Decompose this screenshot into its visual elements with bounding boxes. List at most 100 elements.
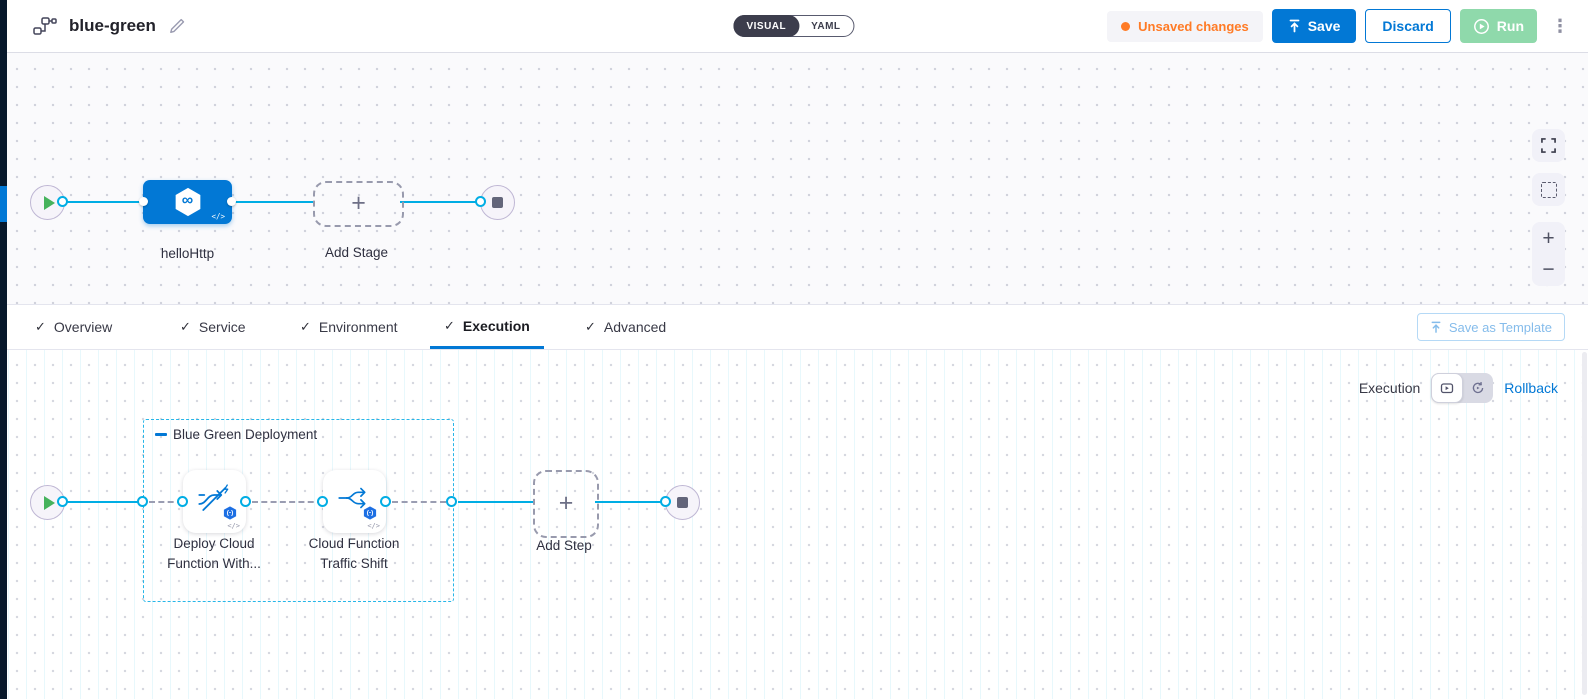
edge xyxy=(392,501,446,503)
run-button-label: Run xyxy=(1496,18,1524,34)
function-badge-glyph: (-) xyxy=(366,509,374,517)
edge-port xyxy=(57,496,68,507)
custom-stage-icon: ∞ xyxy=(173,186,203,218)
node-port xyxy=(139,197,148,206)
stage-graph-canvas[interactable]: ∞ </> helloHttp + Add Stage + − xyxy=(0,52,1588,304)
collapse-group-icon[interactable] xyxy=(155,433,167,436)
edge xyxy=(232,201,313,203)
edge xyxy=(458,501,533,503)
edit-pencil-icon[interactable] xyxy=(168,17,186,35)
play-circle-icon xyxy=(1473,18,1490,35)
discard-button-label: Discard xyxy=(1382,18,1434,34)
header-actions: Unsaved changes Save Discard xyxy=(1107,0,1574,52)
fullscreen-button[interactable] xyxy=(1532,129,1565,162)
tab-label: Service xyxy=(198,319,246,335)
code-icon: </> xyxy=(211,212,225,221)
tab-service[interactable]: ✓ Service xyxy=(180,305,246,349)
tab-label: Overview xyxy=(53,319,113,335)
check-icon: ✓ xyxy=(35,319,46,334)
rollback-view-button[interactable] xyxy=(1463,373,1493,403)
pipeline-title: blue-green xyxy=(69,16,156,35)
traffic-shift-icon xyxy=(337,483,371,518)
pipeline-end-node xyxy=(480,185,515,220)
node-port xyxy=(227,197,236,206)
execution-graph-canvas[interactable]: Execution Rollback xyxy=(0,348,1588,699)
stage-node-hellohttp[interactable]: ∞ </> xyxy=(143,180,232,224)
upload-icon xyxy=(1288,19,1301,33)
check-icon: ✓ xyxy=(180,319,191,334)
zoom-out-button[interactable]: − xyxy=(1542,258,1555,281)
execution-rollback-toggle xyxy=(1431,373,1494,403)
tab-overview[interactable]: ✓ Overview xyxy=(35,305,112,349)
step-group-blue-green-deployment[interactable]: Blue Green Deployment xyxy=(143,419,454,602)
execution-view-icon xyxy=(1441,383,1454,394)
tab-label: Environment xyxy=(318,319,398,335)
vertical-scrollbar[interactable] xyxy=(1582,352,1587,695)
save-button[interactable]: Save xyxy=(1271,9,1357,43)
stop-square-icon xyxy=(677,497,688,508)
run-button[interactable]: Run xyxy=(1459,9,1537,43)
edge-port xyxy=(240,496,251,507)
zoom-controls: + − xyxy=(1532,222,1565,286)
unsaved-changes-badge[interactable]: Unsaved changes xyxy=(1107,10,1263,42)
code-icon: </> xyxy=(227,522,240,530)
function-badge-glyph: (-) xyxy=(226,509,234,517)
check-icon: ✓ xyxy=(585,319,596,334)
add-step-button[interactable]: + xyxy=(533,470,599,538)
unsaved-dot-icon xyxy=(1121,21,1131,31)
rollback-icon xyxy=(1473,381,1484,394)
edge-port xyxy=(177,496,188,507)
rollback-link[interactable]: Rollback xyxy=(1504,380,1558,396)
step-label: Cloud Function Traffic Shift xyxy=(308,536,400,571)
left-nav-active-indicator xyxy=(0,186,7,222)
zoom-in-button[interactable]: + xyxy=(1542,227,1555,250)
step-node-cloud-function-traffic-shift[interactable]: (-) </> xyxy=(323,470,386,533)
execution-view-button[interactable] xyxy=(1431,373,1464,403)
edge-port xyxy=(57,196,68,207)
upload-icon xyxy=(1431,321,1441,333)
kebab-menu-icon[interactable]: ⋮ xyxy=(1551,16,1569,36)
infinity-icon: ∞ xyxy=(181,191,194,209)
edge-port xyxy=(137,496,148,507)
tab-advanced[interactable]: ✓ Advanced xyxy=(585,305,666,349)
execution-toolbar: Execution Rollback xyxy=(1359,373,1558,403)
toggle-yaml[interactable]: YAML xyxy=(798,16,853,36)
step-group-label: Blue Green Deployment xyxy=(173,427,318,442)
edge-port xyxy=(475,196,486,207)
discard-button[interactable]: Discard xyxy=(1365,9,1451,43)
cloud-function-badge-icon: (-) xyxy=(222,505,238,521)
step-node-deploy-cloud-function[interactable]: (-) </> xyxy=(183,470,246,533)
edge-port xyxy=(380,496,391,507)
toggle-visual[interactable]: VISUAL xyxy=(733,15,800,37)
edge-port xyxy=(660,496,671,507)
code-icon: </> xyxy=(367,522,380,530)
edge xyxy=(149,501,183,503)
deploy-cloud-function-icon xyxy=(196,483,232,520)
save-as-template-button[interactable]: Save as Template xyxy=(1416,313,1565,341)
save-button-label: Save xyxy=(1307,18,1341,34)
stage-name-label: helloHttp xyxy=(160,246,215,261)
tab-environment[interactable]: ✓ Environment xyxy=(300,305,398,349)
save-as-template-label: Save as Template xyxy=(1448,319,1552,335)
left-nav-rail[interactable] xyxy=(0,0,7,699)
check-icon: ✓ xyxy=(300,319,311,334)
tab-label: Execution xyxy=(462,317,530,334)
edge xyxy=(595,501,665,503)
execution-mode-label: Execution xyxy=(1358,380,1421,396)
marquee-select-button[interactable] xyxy=(1532,173,1565,206)
header: blue-green VISUAL YAML Unsaved changes xyxy=(0,0,1588,53)
tab-label: Advanced xyxy=(603,319,667,335)
tab-execution[interactable]: ✓ Execution xyxy=(430,305,544,349)
edge xyxy=(63,201,143,203)
fullscreen-icon xyxy=(1541,138,1556,153)
edge xyxy=(400,201,476,203)
edge-port xyxy=(446,496,457,507)
cloud-function-badge-icon: (-) xyxy=(362,505,378,521)
edge xyxy=(63,501,143,503)
add-stage-button[interactable]: + xyxy=(313,181,404,227)
edge-port xyxy=(317,496,328,507)
add-stage-label: Add Stage xyxy=(324,245,389,260)
pipeline-icon xyxy=(33,16,57,36)
header-title-group: blue-green xyxy=(33,16,186,36)
